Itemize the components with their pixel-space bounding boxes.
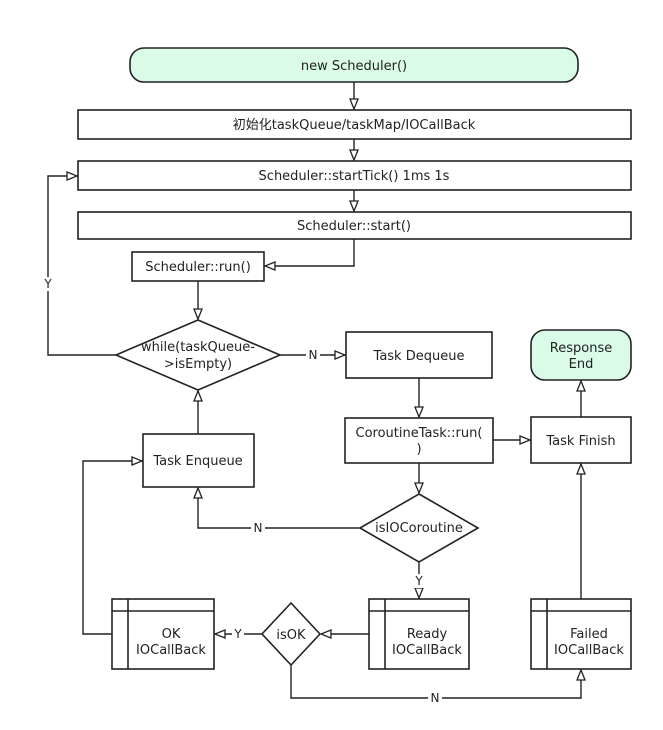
edge-ok-to-enqueue bbox=[82, 461, 142, 635]
while-label-line1: while(taskQueue- bbox=[141, 340, 255, 355]
response-end-label-line2: End bbox=[569, 357, 594, 372]
run-label: Scheduler::run() bbox=[145, 260, 251, 275]
start-tick-label: Scheduler::startTick() 1ms 1s bbox=[259, 169, 450, 184]
node-ok-iocallback: OK IOCallBack bbox=[111, 598, 215, 670]
node-response-end: Response End bbox=[530, 329, 632, 381]
edge-start-to-run bbox=[265, 239, 355, 266]
node-task-dequeue: Task Dequeue bbox=[345, 331, 493, 379]
task-enqueue-label: Task Enqueue bbox=[152, 454, 242, 469]
while-label-line2: >isEmpty) bbox=[164, 357, 232, 372]
failed-label-line1: Failed bbox=[570, 627, 608, 642]
init-label: 初始化taskQueue/taskMap/IOCallBack bbox=[233, 118, 476, 133]
node-ready-iocallback: Ready IOCallBack bbox=[368, 598, 470, 670]
node-task-enqueue: Task Enqueue bbox=[142, 433, 255, 488]
edge-label-while-no: N bbox=[309, 348, 318, 362]
ok-label-line2: IOCallBack bbox=[136, 643, 206, 658]
node-init: 初始化taskQueue/taskMap/IOCallBack bbox=[77, 109, 632, 140]
node-is-io-coroutine-decision: isIOCoroutine bbox=[358, 493, 480, 563]
ready-label-line2: IOCallBack bbox=[392, 643, 462, 658]
coroutine-label-line2: ) bbox=[416, 442, 421, 457]
node-new-scheduler: new Scheduler() bbox=[129, 47, 579, 83]
response-end-label-line1: Response bbox=[550, 341, 612, 356]
new-scheduler-label: new Scheduler() bbox=[301, 59, 407, 74]
ready-label-line1: Ready bbox=[407, 627, 448, 642]
edge-label-io-no: N bbox=[254, 521, 263, 535]
task-finish-label: Task Finish bbox=[545, 434, 615, 449]
is-ok-label: isOK bbox=[276, 628, 306, 643]
node-start-tick: Scheduler::startTick() 1ms 1s bbox=[77, 160, 632, 191]
edge-label-io-yes: Y bbox=[414, 574, 423, 588]
node-run: Scheduler::run() bbox=[131, 251, 265, 282]
node-task-finish: Task Finish bbox=[530, 416, 632, 464]
is-io-coroutine-label: isIOCoroutine bbox=[375, 521, 463, 536]
edge-while-loop-yes bbox=[47, 176, 116, 356]
failed-label-line2: IOCallBack bbox=[554, 643, 624, 658]
edge-label-isok-no: N bbox=[431, 691, 440, 705]
node-coroutine-task-run: CoroutineTask::run( ) bbox=[344, 417, 494, 464]
start-label: Scheduler::start() bbox=[297, 219, 411, 234]
node-failed-iocallback: Failed IOCallBack bbox=[530, 598, 632, 670]
task-dequeue-label: Task Dequeue bbox=[373, 349, 465, 364]
coroutine-label-line1: CoroutineTask::run( bbox=[356, 426, 483, 441]
node-start: Scheduler::start() bbox=[77, 211, 632, 240]
node-is-ok-decision: isOK bbox=[260, 601, 322, 667]
edge-label-loop-yes: Y bbox=[43, 277, 52, 291]
edge-label-isok-yes: Y bbox=[233, 627, 242, 641]
node-while-decision: while(taskQueue- >isEmpty) bbox=[113, 319, 283, 391]
edge-is-io-no-to-enqueue bbox=[198, 488, 360, 529]
ok-label-line1: OK bbox=[162, 627, 181, 642]
